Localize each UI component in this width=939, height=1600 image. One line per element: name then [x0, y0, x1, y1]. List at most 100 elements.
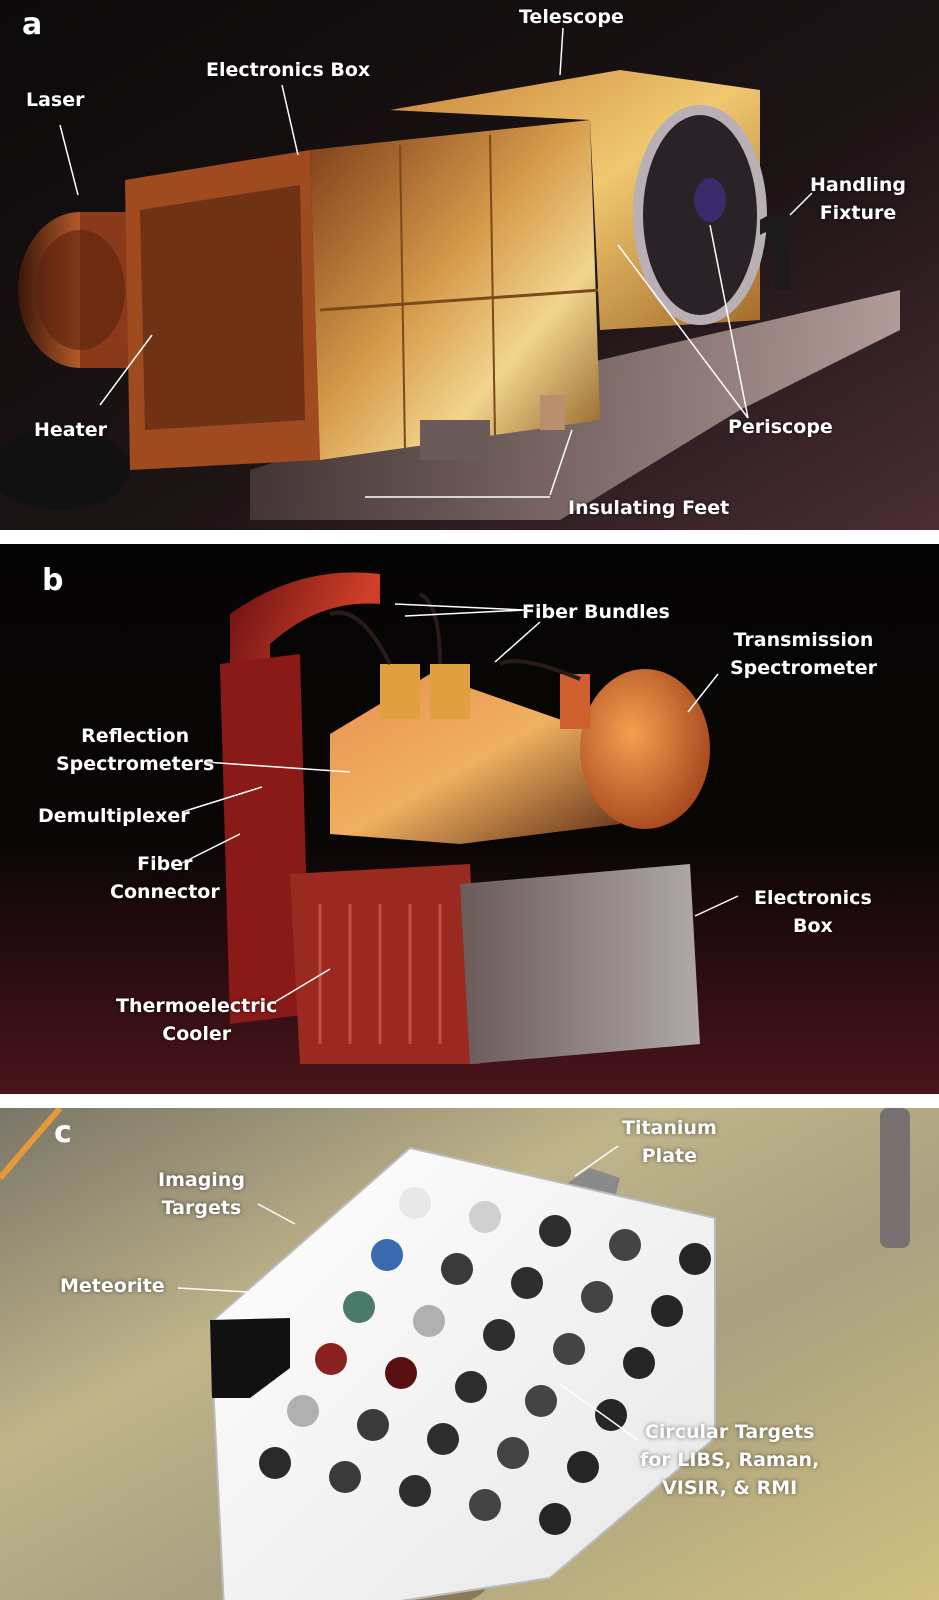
- leader-imaging-targets: [257, 1203, 296, 1225]
- fiber-port-1: [380, 664, 420, 719]
- leader-heater: [99, 334, 153, 406]
- panel-c-letter: c: [54, 1115, 72, 1150]
- box-seam-v2: [489, 134, 496, 436]
- leader-handling-fixture: [789, 192, 813, 216]
- leader-electronics-box: [281, 84, 299, 156]
- leader-transmission-spectrometer: [687, 673, 719, 713]
- circular-target: [385, 1357, 417, 1389]
- thermoelectric-cooler: [290, 864, 480, 1064]
- circular-target: [343, 1291, 375, 1323]
- panel-c-photo: [0, 1108, 939, 1600]
- panel-b-letter: b: [42, 563, 64, 598]
- circular-target: [413, 1305, 445, 1337]
- panel-a-photo: [0, 0, 939, 530]
- heater-grid: [140, 185, 305, 430]
- electronics-box: [310, 120, 600, 460]
- label-fiber-connector: Fiber Connector: [110, 853, 220, 903]
- orange-cable: [0, 1108, 63, 1180]
- leader-fiber-connector: [179, 833, 241, 865]
- circular-target: [483, 1319, 515, 1351]
- circular-target: [525, 1385, 557, 1417]
- leader-reflection-spectrometers: [204, 761, 351, 773]
- circular-target: [399, 1475, 431, 1507]
- panel-c-leader-lines: [177, 1145, 639, 1441]
- leader-periscope-1: [617, 244, 749, 419]
- circular-target: [259, 1447, 291, 1479]
- leader-circular-targets: [559, 1383, 639, 1441]
- leader-telescope: [559, 27, 564, 76]
- box-seam: [319, 288, 601, 312]
- cooler-fins: [318, 904, 442, 1044]
- circular-target: [329, 1461, 361, 1493]
- leader-fiber-bundles-3: [494, 621, 541, 663]
- label-handling-fixture: Handling Fixture: [810, 174, 907, 224]
- label-laser: Laser: [26, 89, 85, 111]
- label-imaging-targets: Imaging Targets: [158, 1169, 245, 1219]
- label-periscope: Periscope: [728, 416, 833, 438]
- circular-target: [469, 1489, 501, 1521]
- leader-fiber-bundles-2: [404, 609, 526, 617]
- meteorite-holder: [210, 1318, 290, 1398]
- insulating-foot-2: [540, 395, 565, 430]
- leader-titanium-plate: [574, 1145, 619, 1177]
- label-meteorite: Meteorite: [60, 1275, 165, 1297]
- transmission-spectrometer: [580, 669, 710, 829]
- circular-target: [497, 1437, 529, 1469]
- panel-b: b Fiber Bundles Transmission Spectromete…: [0, 544, 939, 1094]
- label-telescope: Telescope: [519, 6, 624, 28]
- circular-target: [469, 1201, 501, 1233]
- circular-target: [441, 1253, 473, 1285]
- pipe: [0, 430, 130, 510]
- circular-target: [455, 1371, 487, 1403]
- circular-target: [511, 1267, 543, 1299]
- box-seam-v1: [399, 144, 406, 451]
- leader-laser: [59, 124, 79, 196]
- circular-target: [371, 1239, 403, 1271]
- fiber-port-2: [430, 664, 470, 719]
- label-heater: Heater: [34, 419, 107, 441]
- circular-targets: [259, 1187, 711, 1535]
- circular-target: [399, 1187, 431, 1219]
- leader-meteorite: [177, 1287, 249, 1293]
- label-electronics-box: Electronics Box: [754, 887, 872, 937]
- handling-fixture: [760, 214, 790, 290]
- panel-a: a Laser Electronics Box Telescope Handli…: [0, 0, 939, 530]
- circular-target: [567, 1451, 599, 1483]
- panel-a-letter: a: [22, 7, 43, 42]
- insulating-foot-1: [420, 420, 490, 460]
- circular-target: [651, 1295, 683, 1327]
- circular-target: [679, 1243, 711, 1275]
- label-titanium-plate: Titanium Plate: [622, 1117, 717, 1167]
- circular-target: [581, 1281, 613, 1313]
- circular-target: [357, 1409, 389, 1441]
- circular-target: [609, 1229, 641, 1261]
- circular-target: [553, 1333, 585, 1365]
- leader-insulating-feet-2: [549, 429, 573, 496]
- circular-target: [595, 1399, 627, 1431]
- label-transmission-spectrometer: Transmission Spectrometer: [730, 629, 877, 679]
- leader-periscope-2: [709, 224, 749, 419]
- circular-target: [623, 1347, 655, 1379]
- label-thermoelectric-cooler: Thermoelectric Cooler: [116, 995, 278, 1045]
- circular-target: [287, 1395, 319, 1427]
- transmission-port: [560, 674, 590, 729]
- label-reflection-spectrometers: Reflection Spectrometers: [56, 725, 215, 775]
- label-demultiplexer: Demultiplexer: [38, 805, 190, 827]
- circular-target: [539, 1215, 571, 1247]
- panel-b-leader-lines: [179, 603, 739, 1003]
- leader-demultiplexer: [181, 786, 263, 813]
- electronics-box: [460, 864, 700, 1064]
- fiber-bundles: [329, 592, 581, 681]
- circular-target: [427, 1423, 459, 1455]
- laser-lens: [35, 230, 125, 350]
- leader-fiber-bundles-1: [394, 603, 526, 611]
- red-frame-side: [220, 654, 310, 1024]
- label-circular-targets: Circular Targets for LIBS, Raman, VISIR,…: [640, 1421, 820, 1499]
- circular-target: [539, 1503, 571, 1535]
- panel-c: c Titanium Plate Imaging Targets Meteori…: [0, 1108, 939, 1600]
- leader-thermoelectric-cooler: [274, 968, 331, 1003]
- label-insulating-feet: Insulating Feet: [568, 497, 730, 519]
- panel-b-photo: [0, 544, 939, 1094]
- circular-target: [315, 1343, 347, 1375]
- panel-a-leader-lines: [59, 27, 813, 498]
